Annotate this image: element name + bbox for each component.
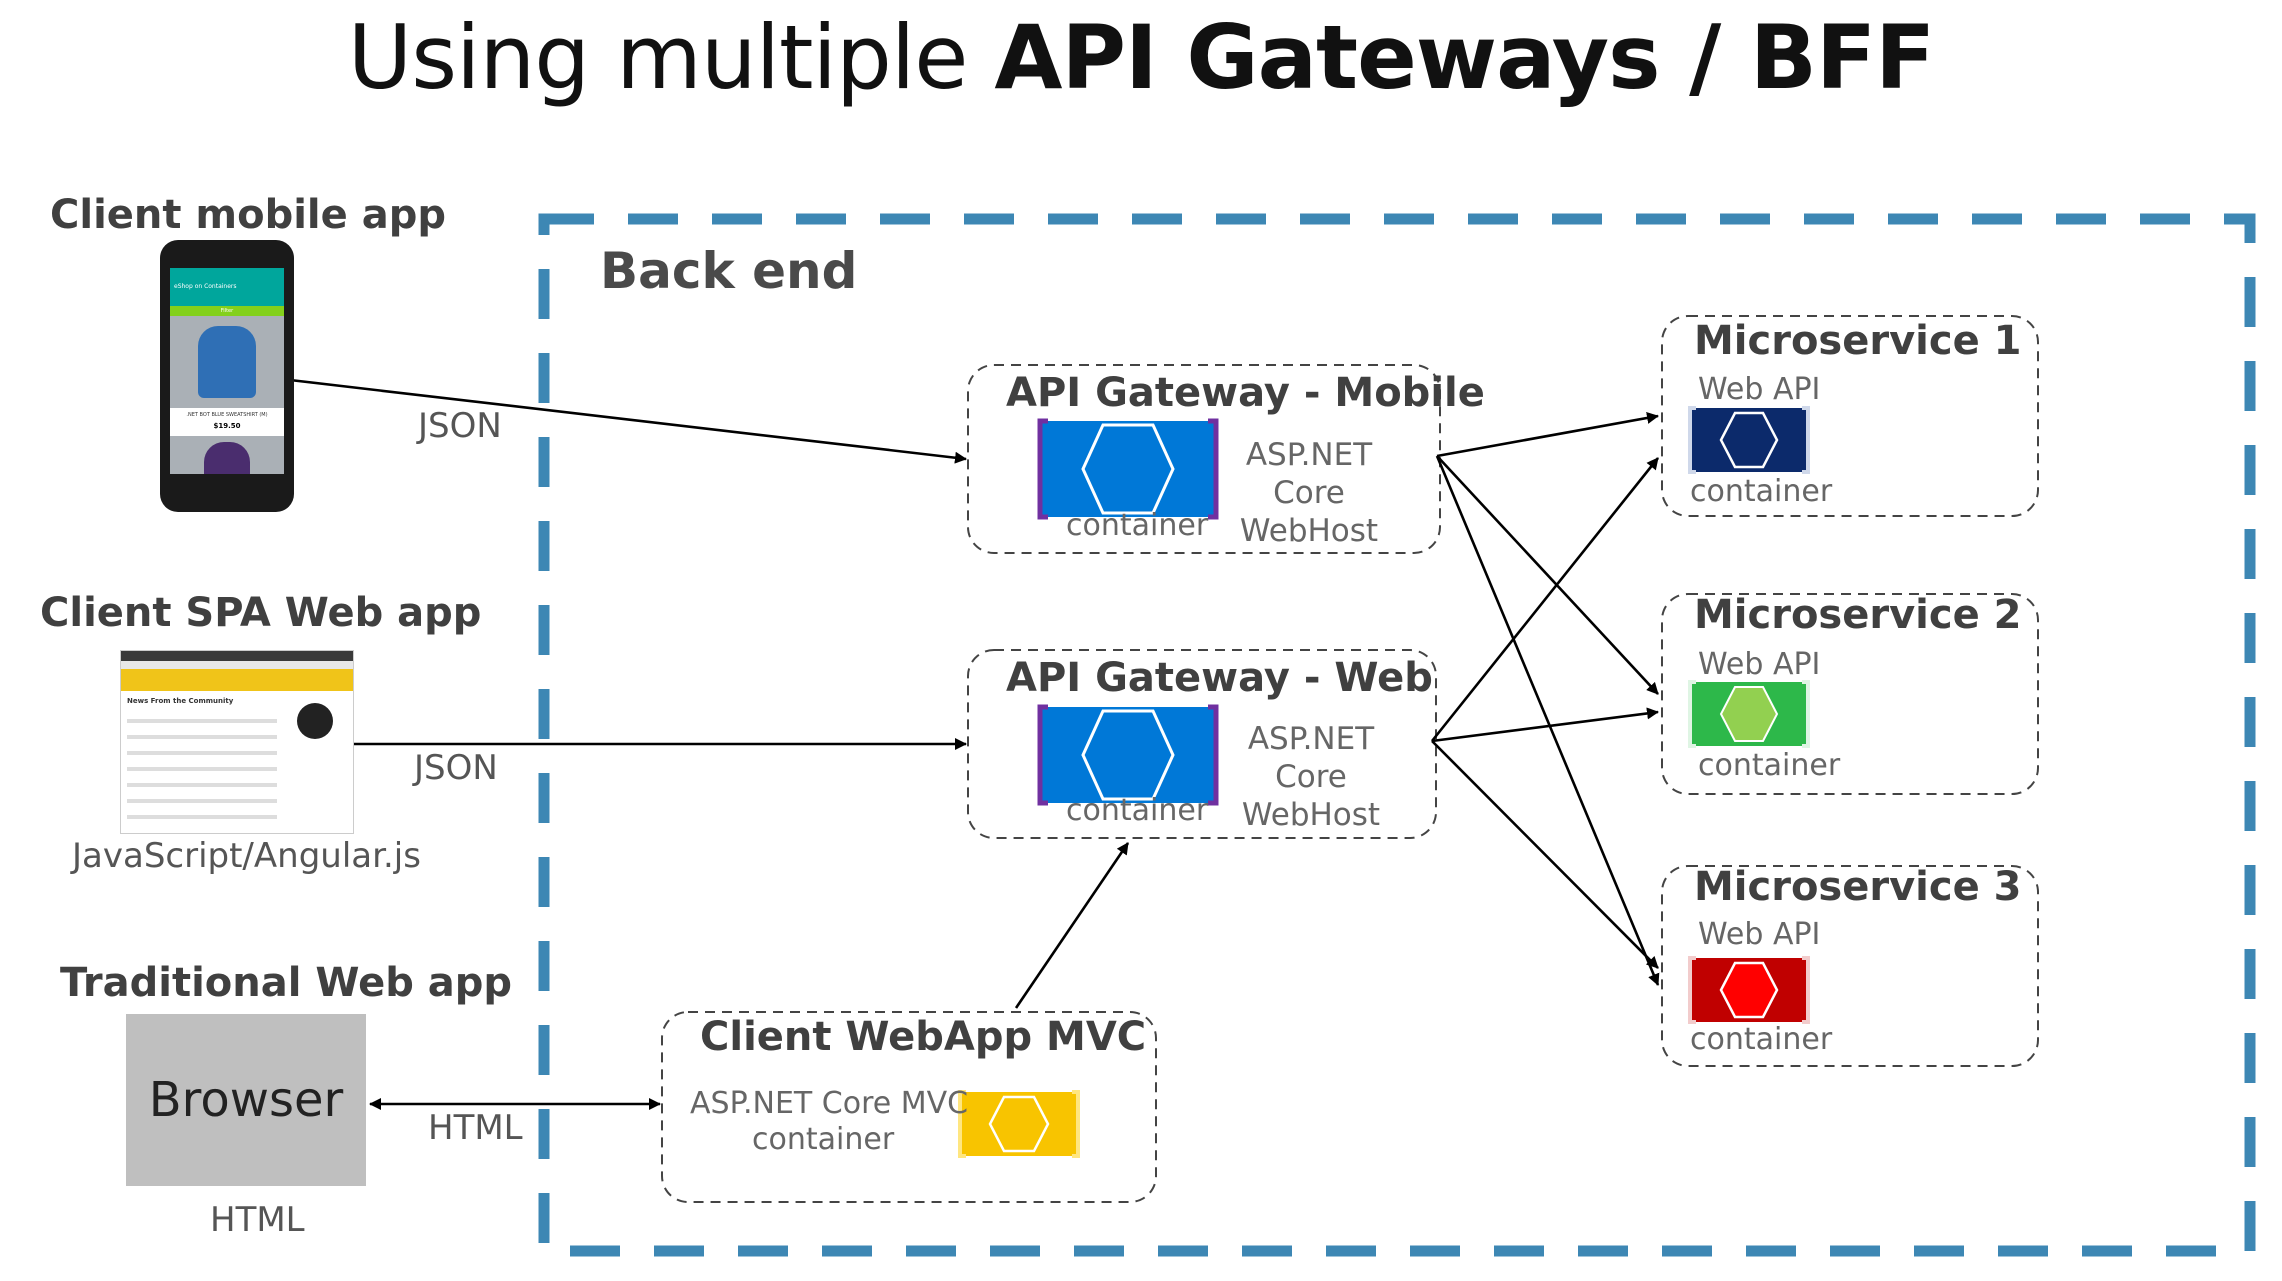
gateway-mobile-host-line1: ASP.NET Core <box>1245 437 1373 511</box>
microservice-1-box <box>1661 315 2039 517</box>
traditional-sublabel: HTML <box>210 1200 305 1240</box>
mobile-product-image <box>170 316 284 408</box>
microservice-2-title: Microservice 2 <box>1694 592 2022 638</box>
edge-label-json-spa: JSON <box>414 748 498 788</box>
microservice-2-api: Web API <box>1698 647 1821 682</box>
gateway-mobile-container-label: container <box>1066 508 1209 543</box>
microservice-2-container-icon <box>1688 680 1810 748</box>
spa-screen-header: News From the Community <box>127 697 234 705</box>
page-title: Using multiple API Gateways / BFF <box>0 0 2282 115</box>
microservice-3-container-icon <box>1688 956 1810 1024</box>
arrow-gwm-ms3 <box>1435 455 1660 986</box>
microservice-3-box <box>1661 865 2039 1067</box>
arrow-mvc-to-gateway-web <box>1014 842 1130 1009</box>
client-spa-label: Client SPA Web app <box>40 590 482 636</box>
microservice-1-container-icon <box>1688 406 1810 474</box>
arrow-gww-ms2 <box>1431 707 1659 743</box>
microservice-2-box <box>1661 593 2039 795</box>
spa-sublabel: JavaScript/Angular.js <box>72 836 421 876</box>
client-mobile-label: Client mobile app <box>50 192 446 238</box>
gateway-web-host-line2: WebHost <box>1241 797 1381 833</box>
title-bold: API Gateways / BFF <box>994 6 1935 109</box>
title-normal: Using multiple <box>347 6 995 109</box>
edge-label-html: HTML <box>428 1108 523 1148</box>
gateway-mobile-container-icon <box>1037 418 1219 520</box>
spa-screenshot-image: News From the Community <box>120 650 354 834</box>
gateway-mobile-host-line2: WebHost <box>1239 513 1379 549</box>
mvc-container-icon <box>958 1090 1080 1158</box>
arrow-gww-ms3 <box>1431 740 1659 969</box>
browser-label: Browser <box>148 1072 344 1128</box>
gateway-web-host: ASP.NET Core WebHost <box>1214 720 1408 834</box>
mvc-line2: container <box>752 1122 895 1157</box>
microservice-2-container-label: container <box>1698 748 1841 783</box>
mvc-title: Client WebApp MVC <box>700 1014 1147 1060</box>
mvc-box <box>661 1011 1157 1203</box>
gateway-mobile-title: API Gateway - Mobile <box>1006 370 1485 416</box>
gateway-web-container-icon <box>1037 704 1219 806</box>
mobile-screen-filter: Filter <box>170 306 284 316</box>
backend-label: Back end <box>600 242 858 300</box>
gateway-web-box <box>967 649 1437 839</box>
microservice-3-title: Microservice 3 <box>1694 864 2022 910</box>
mobile-product-price: $19.50 <box>213 422 241 430</box>
backend-boundary <box>538 213 2256 1257</box>
arrow-gwm-ms2 <box>1436 455 1659 695</box>
mobile-screen-header: eShop on Containers <box>170 280 284 294</box>
arrow-mobile-to-gateway <box>289 378 967 464</box>
gateway-web-title: API Gateway - Web <box>1006 655 1433 701</box>
mobile-product-name: .NET BOT BLUE SWEATSHIRT (M) <box>186 412 268 418</box>
arrow-gww-ms1 <box>1430 457 1660 742</box>
microservice-3-container-label: container <box>1690 1022 1833 1057</box>
mobile-screen: eShop on Containers Filter .NET BOT BLUE… <box>170 268 284 474</box>
microservice-1-title: Microservice 1 <box>1694 318 2022 364</box>
mvc-line1: ASP.NET Core MVC <box>690 1086 969 1121</box>
gateway-web-host-line1: ASP.NET Core <box>1247 721 1375 795</box>
mobile-phone-image: eShop on Containers Filter .NET BOT BLUE… <box>160 240 294 512</box>
edge-label-json-mobile: JSON <box>418 406 502 446</box>
gateway-web-container-label: container <box>1066 793 1209 828</box>
microservice-3-api: Web API <box>1698 917 1821 952</box>
microservice-1-api: Web API <box>1698 372 1821 407</box>
arrow-gwm-ms1 <box>1436 412 1659 458</box>
microservice-1-container-label: container <box>1690 474 1833 509</box>
browser-box: Browser <box>126 1014 366 1186</box>
client-traditional-label: Traditional Web app <box>60 960 513 1006</box>
gateway-mobile-host: ASP.NET Core WebHost <box>1214 436 1404 550</box>
